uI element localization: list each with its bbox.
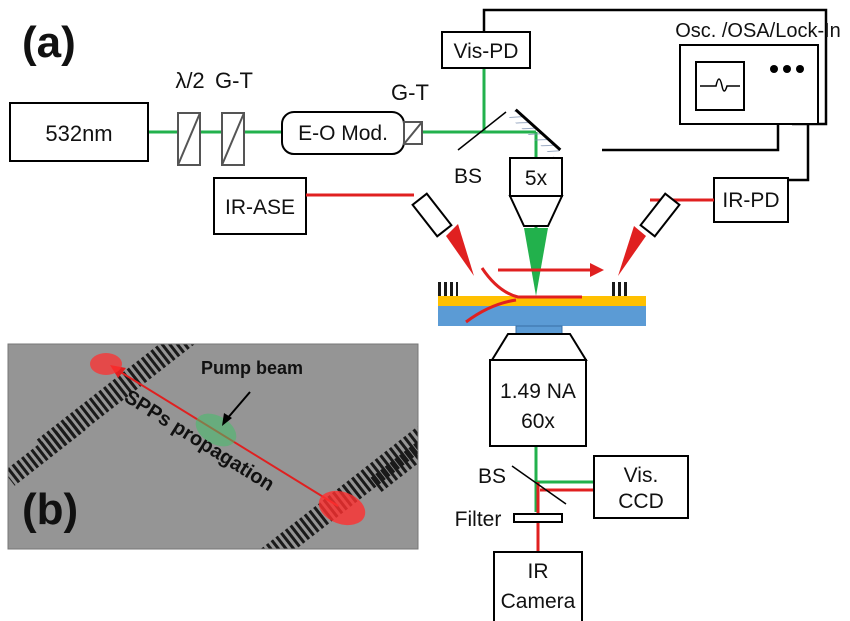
mirror (509, 108, 562, 158)
laser-532nm-box (9, 102, 149, 162)
glan-taylor-polarizer-2 (403, 121, 423, 145)
vis-pd-box (441, 31, 531, 69)
ir-camera-label-line1: IR (528, 560, 549, 583)
ir-ase-box (213, 177, 307, 235)
instruments-label: Osc. /OSA/Lock-In (675, 20, 841, 42)
spp-arrow-icon (498, 263, 604, 277)
half-wave-plate-label: λ/2 (175, 68, 204, 93)
glan-taylor-polarizer-1 (221, 112, 245, 166)
sample (438, 282, 646, 335)
filter (513, 513, 563, 523)
panel-a-label: (a) (22, 18, 76, 67)
vis-pd-label: Vis-PD (454, 40, 519, 63)
glan-taylor-2-label: G-T (391, 80, 429, 105)
objective-60x-label-line1: 1.49 NA (500, 380, 576, 403)
ir-ase-label: IR-ASE (225, 196, 295, 219)
output-red-cone (618, 226, 646, 276)
ir-camera-label-line2: Camera (501, 590, 576, 613)
sem-inset-border (7, 343, 419, 550)
oscilloscope-trace-icon (700, 78, 740, 92)
objective-60x-nose (490, 333, 588, 361)
vis-ccd-label-line1: Vis. (624, 464, 659, 487)
ir-pd-label: IR-PD (722, 189, 779, 212)
spp-return-curve (465, 298, 517, 324)
objective-5x-nose (508, 195, 564, 227)
objective-5x-label: 5x (525, 167, 548, 190)
input-red-cone (446, 224, 474, 276)
eo-modulator-label: E-O Mod. (298, 122, 388, 145)
beam-splitter-top (457, 111, 507, 151)
instrument-knobs-icon (770, 65, 804, 73)
beam-splitter-bottom (511, 465, 567, 505)
input-fiber-collimator (411, 192, 453, 238)
green-focus-cone (524, 228, 548, 296)
filter-label: Filter (455, 508, 502, 531)
output-fiber-collimator (639, 192, 681, 238)
panel-b-label: (b) (22, 485, 78, 534)
spp-coupling-curve (480, 267, 582, 299)
vis-ccd-label-line2: CCD (618, 490, 664, 513)
pump-beam-label: Pump beam (201, 358, 303, 378)
beam-splitter-top-label: BS (454, 165, 482, 188)
ir-camera-box (493, 551, 583, 621)
sem-inset (8, 344, 418, 549)
laser-label: 532nm (45, 121, 112, 146)
beam-splitter-bottom-label: BS (478, 465, 506, 488)
glan-taylor-1-label: G-T (215, 68, 253, 93)
vis-ccd-box (593, 455, 689, 519)
half-wave-plate (177, 112, 201, 166)
objective-60x-box (489, 359, 587, 447)
objective-60x-label-line2: 60x (521, 410, 555, 433)
